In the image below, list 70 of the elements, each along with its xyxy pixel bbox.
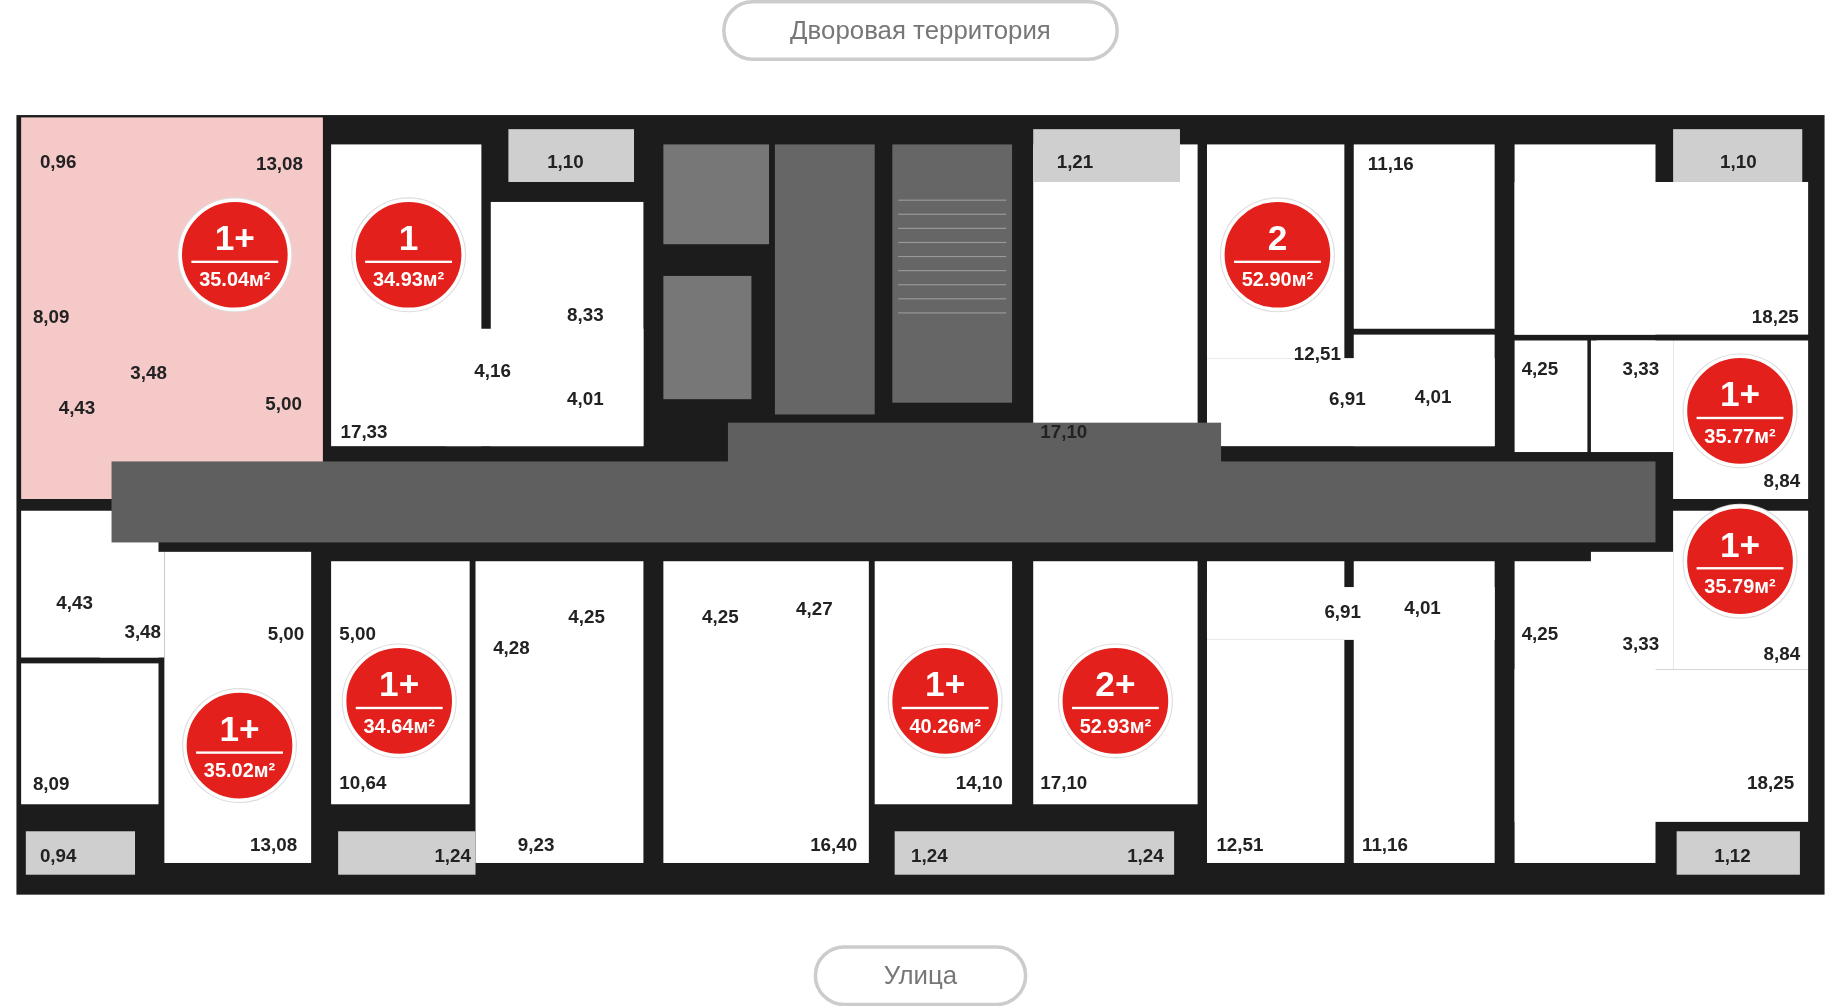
room-area: 16,40 (810, 835, 858, 855)
room-area: 1,24 (1127, 846, 1164, 866)
room-area: 4,01 (1404, 598, 1441, 618)
apartment-area: 52.90м² (1241, 269, 1314, 290)
room-area: 4,01 (567, 389, 604, 409)
room-area: 1,12 (1714, 846, 1751, 866)
room-area: 5,00 (339, 624, 376, 644)
room-count: 2 (1267, 220, 1288, 256)
room-area: 10,64 (339, 773, 387, 793)
room-area: 1,24 (911, 846, 948, 866)
room-area: 3,48 (124, 622, 161, 642)
room-area: 8,84 (1763, 644, 1801, 664)
room-area: 4,25 (568, 608, 605, 627)
room-area: 1,10 (547, 152, 584, 172)
room-area: 1,10 (1720, 152, 1757, 172)
room-area: 3,33 (1622, 635, 1660, 654)
room-area: 8,09 (32, 774, 70, 794)
apartment-area: 35.02м² (203, 760, 276, 781)
room-area: 17,10 (1040, 773, 1088, 793)
room-area: 12,51 (1216, 835, 1264, 855)
room-count: 1+ (219, 710, 260, 747)
room-area: 6,91 (1324, 602, 1361, 622)
apartment-area: 52.93м² (1079, 715, 1152, 736)
room-area: 1,21 (1056, 152, 1094, 172)
room-area: 18,25 (1751, 307, 1799, 327)
room-area: 13,08 (255, 155, 303, 174)
room-area: 4,25 (702, 608, 739, 627)
room-area: 4,27 (796, 599, 833, 619)
room-area: 4,43 (56, 594, 93, 613)
apartment-area: 35.77м² (1704, 425, 1776, 446)
room-area: 14,10 (955, 773, 1003, 793)
room-area: 0,94 (39, 846, 77, 866)
room-area: 4,25 (1521, 624, 1559, 644)
room-area: 11,16 (1361, 835, 1408, 855)
location-label: Улица (813, 945, 1028, 1006)
room-count: 1+ (925, 666, 966, 702)
room-count: 2+ (1095, 666, 1136, 702)
room-area: 11,16 (1367, 155, 1414, 174)
room-area: 1,24 (434, 846, 471, 866)
room-area: 12,51 (1293, 345, 1341, 364)
room-count: 1+ (214, 220, 255, 256)
room-area: 3,33 (1622, 359, 1660, 379)
room-area: 4,01 (1414, 387, 1452, 407)
room-area: 6,91 (1329, 389, 1366, 409)
room-count: 1+ (1719, 526, 1761, 562)
apartment-area: 35.04м² (199, 269, 271, 290)
room-area: 3,48 (130, 363, 167, 383)
room-area: 8,09 (32, 307, 70, 327)
room-count: 1+ (1719, 376, 1761, 412)
apartment-area: 40.26м² (909, 715, 981, 736)
room-area: 5,00 (267, 624, 305, 644)
room-area: 8,33 (567, 305, 604, 325)
room-area: 17,33 (340, 422, 388, 442)
room-area: 4,16 (474, 361, 511, 381)
room-count: 1+ (379, 666, 420, 702)
room-area: 4,28 (493, 638, 530, 658)
room-area: 5,00 (265, 394, 302, 414)
room-area: 18,25 (1747, 773, 1795, 793)
room-area: 0,96 (39, 152, 77, 172)
room-area: 9,23 (517, 835, 555, 855)
room-area: 17,10 (1040, 422, 1088, 442)
location-label: Дворовая территория (722, 0, 1119, 62)
apartment-area: 34.93м² (372, 269, 445, 290)
room-area: 4,25 (1521, 359, 1559, 379)
apartment-area: 34.64м² (363, 715, 435, 736)
room-count: 1 (398, 220, 419, 256)
room-area: 4,43 (58, 399, 96, 418)
room-area: 8,84 (1763, 472, 1801, 491)
room-area: 13,08 (250, 835, 298, 855)
apartment-area: 35.79м² (1704, 575, 1776, 596)
